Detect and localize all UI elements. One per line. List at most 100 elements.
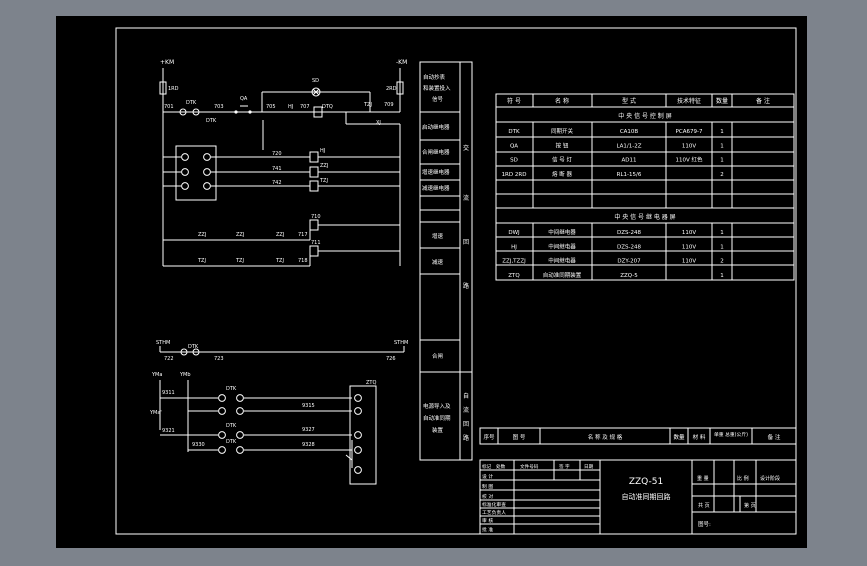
dtk-label-5: DTK	[226, 423, 237, 429]
eq-cell-s1-0-1: 同期开关	[551, 127, 574, 135]
eq-cell-s1-2-2: AD11	[622, 158, 637, 164]
fuse-right	[396, 81, 404, 95]
side-label-4: 合闸继电器	[422, 148, 450, 156]
eq-header-3: 技术特征	[677, 97, 701, 105]
eq-cell-s2-0-3: 110V	[682, 230, 696, 236]
side-vert-3: 路	[463, 282, 469, 290]
wire-707: 707	[300, 104, 310, 110]
wire-9330: 9330	[192, 442, 205, 448]
relay-tzj-label: TZJ	[319, 178, 328, 184]
dtq-switch-box	[175, 145, 217, 201]
eq-header-1: 名 称	[555, 97, 569, 105]
eq-section-2: 中 央 信 号 继 电 器 屏	[614, 213, 675, 221]
wire-741: 741	[272, 166, 282, 172]
wire-722: 722	[164, 356, 174, 362]
tb-left-label-6: 批 准	[482, 526, 493, 533]
zzj-contact-1: ZZJ	[198, 232, 206, 238]
wire-717: 717	[298, 232, 308, 238]
relay-hj	[313, 106, 323, 118]
signal-lamp	[311, 87, 321, 97]
drawing-number: ZZQ-51	[629, 477, 663, 487]
side-label-12: 装置	[432, 426, 444, 434]
eq-cell-s1-1-3: 110V	[682, 143, 696, 149]
side-vert-7: 路	[463, 434, 469, 442]
sheet-border	[115, 27, 797, 535]
eq-cell-s2-1-2: DZS-248	[617, 244, 641, 250]
wire-705: 705	[266, 104, 276, 110]
eq-cell-s2-0-2: DZS-248	[617, 230, 641, 236]
tb-header-0: 序号	[483, 433, 495, 441]
side-label-11: 自动准同期	[423, 414, 451, 422]
side-label-10: 电源导入及	[423, 402, 451, 410]
drawing-sheet	[56, 16, 807, 548]
tb-header-4: 材 料	[693, 433, 706, 441]
tb-left-label-5: 审 核	[482, 517, 493, 524]
tb-top-3: 签 字	[559, 463, 570, 470]
wire-9311: 9311	[162, 390, 175, 396]
zzj-contact-2: ZZJ	[236, 232, 244, 238]
tzj-contact-1: TZJ	[197, 258, 206, 264]
tb-header-2: 名 称 及 规 格	[588, 433, 623, 441]
tb-left-label-2: 校 对	[482, 493, 493, 500]
ym-a-prime: YMa'	[149, 410, 162, 416]
title-block: 序号 图 号 名 称 及 规 格 数量 材 料 单重 总重(公斤) 备 注 标记…	[479, 427, 797, 535]
dtk-label-3: DTK	[188, 344, 199, 350]
eq-cell-s2-1-1: 中间继电器	[548, 242, 576, 250]
fuse-left-label: 1RD	[168, 86, 179, 92]
eq-cell-s1-2-4: 1	[720, 158, 724, 164]
side-label-1: 和装置投入	[423, 84, 451, 92]
tb-left-label-3: 标准化审查	[482, 501, 506, 508]
eq-cell-s1-2-0: SD	[510, 158, 518, 164]
eq-header-0: 符 号	[507, 97, 521, 105]
wire-723: 723	[214, 356, 224, 362]
eq-cell-s1-0-4: 1	[720, 129, 724, 135]
side-label-8: 减速	[432, 258, 444, 266]
eq-cell-s1-0-0: DTK	[508, 129, 520, 135]
hj-label: HJ	[288, 104, 293, 110]
relay-zzj-label: ZZJ	[320, 163, 328, 169]
dtk-label-2: DTK	[206, 118, 217, 124]
zzj-contact-3: ZZJ	[276, 232, 284, 238]
dtk-label-6: DTK	[226, 439, 237, 445]
tb-design-stage: 设计阶段	[760, 475, 780, 482]
tb-left-label-0: 设 计	[482, 473, 493, 480]
side-label-5: 增速继电器	[422, 168, 450, 176]
wire-703: 703	[214, 104, 224, 110]
eq-cell-s2-1-3: 110V	[682, 244, 696, 250]
eq-cell-s2-0-1: 中间继电器	[548, 228, 576, 236]
eq-cell-s2-2-1: 中间继电器	[548, 257, 576, 265]
side-vert-1: 流	[463, 194, 469, 202]
dtq-label: DTQ	[322, 104, 333, 110]
fuse-left	[159, 81, 167, 95]
eq-cell-s1-2-1: 信 号 灯	[552, 156, 572, 164]
tb-drawing-code: 图号:	[698, 520, 711, 528]
dtk-label-4: DTK	[226, 386, 237, 392]
sthm-left: STHM	[156, 340, 170, 346]
signal-lamp-label: SD	[312, 78, 319, 84]
wire-9315: 9315	[302, 403, 315, 409]
tb-page-no: 第 页	[744, 502, 756, 509]
tb-header-3: 数量	[673, 433, 685, 441]
qa-label: QA	[240, 96, 248, 102]
control-circuit: +KM -KM 1RD 2RD 701 DTK 703 QA DTK SD 70…	[159, 59, 407, 267]
function-sidebar: 自动抄表 和装置投入 信号 启动继电器 合闸继电器 增速继电器 减速继电器 增速…	[419, 61, 473, 461]
tb-top-1: 处数	[496, 463, 506, 470]
eq-header-2: 型 式	[622, 97, 636, 105]
eq-cell-s2-1-4: 1	[720, 244, 724, 250]
bus-right-label: -KM	[396, 59, 407, 66]
side-vert-4: 自	[463, 392, 469, 400]
relay-hj-label: HJ	[320, 148, 325, 154]
eq-cell-s1-3-1: 熔 断 器	[552, 170, 572, 178]
equipment-table: 符 号 名 称 型 式 技术特征 数量 备 注 中 央 信 号 控 制 屏 中 …	[495, 93, 795, 281]
side-label-2: 信号	[432, 95, 444, 103]
eq-cell-s2-2-3: 110V	[682, 259, 696, 265]
wire-718: 718	[298, 258, 308, 264]
eq-cell-s2-3-0: ZTQ	[508, 273, 520, 279]
dtk-label: DTK	[186, 100, 197, 106]
wire-742: 742	[272, 180, 282, 186]
side-vert-0: 交	[463, 144, 469, 152]
ztq-label: ZTQ	[366, 380, 376, 386]
